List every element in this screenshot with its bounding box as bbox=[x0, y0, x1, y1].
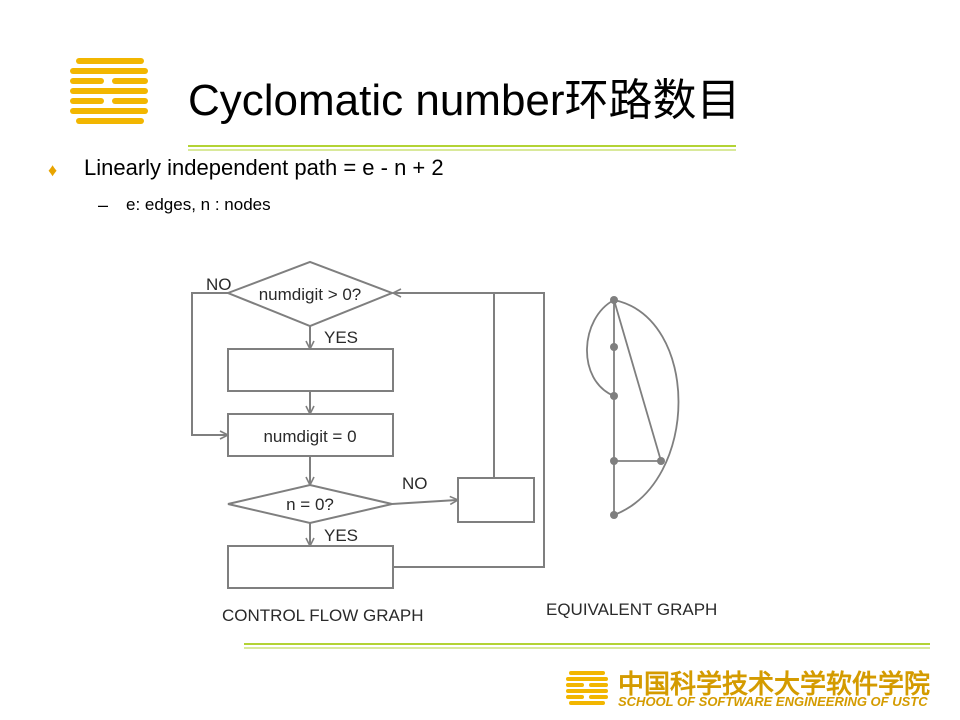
process-box-1 bbox=[227, 348, 394, 392]
eq-node bbox=[610, 296, 618, 304]
sub-bullet-text: e: edges, n : nodes bbox=[126, 195, 271, 214]
slide-title: Cyclomatic number环路数目 bbox=[188, 76, 741, 125]
footer-logo bbox=[566, 671, 608, 705]
ustc-logo bbox=[70, 58, 148, 124]
bullet-formula-text: Linearly independent path = e - n + 2 bbox=[84, 155, 444, 180]
eq-node bbox=[657, 457, 665, 465]
footer-institution-cn: 中国科学技术大学软件学院 bbox=[618, 670, 931, 700]
eq-edge-right-arc bbox=[613, 299, 680, 516]
eq-edge-left-arc bbox=[586, 299, 615, 397]
decision2-label: n = 0? bbox=[286, 495, 334, 514]
sub-bullet-dash: – bbox=[98, 195, 109, 215]
eq-node bbox=[610, 343, 618, 351]
equivalent-graph bbox=[586, 299, 680, 516]
eq-node bbox=[610, 457, 618, 465]
decision2-yes-label: YES bbox=[324, 526, 358, 545]
eq-node bbox=[610, 511, 618, 519]
edge-d2-no bbox=[391, 500, 457, 504]
title-rule bbox=[188, 145, 736, 151]
decision1-label: numdigit > 0? bbox=[259, 285, 362, 304]
eq-edge-diagonal bbox=[613, 299, 662, 462]
bullet-formula: Linearly independent path = e - n + 2 bbox=[84, 155, 444, 181]
footer-institution-en: SCHOOL OF SOFTWARE ENGINEERING OF USTC bbox=[618, 694, 928, 709]
decision2-no-label: NO bbox=[402, 474, 428, 493]
eq-node bbox=[610, 392, 618, 400]
control-flow-graph bbox=[191, 260, 545, 589]
footer-rule bbox=[244, 643, 930, 649]
edge-bottom-loop bbox=[393, 293, 545, 568]
process-box-right bbox=[457, 477, 535, 523]
decision1-no-label: NO bbox=[206, 275, 232, 294]
diamond-bullet-icon: ♦ bbox=[48, 160, 58, 180]
cfg-caption: CONTROL FLOW GRAPH bbox=[222, 606, 424, 625]
edge-d1-no bbox=[191, 292, 228, 435]
decision1-yes-label: YES bbox=[324, 328, 358, 347]
equivalent-graph-nodes bbox=[610, 296, 665, 519]
equivalent-caption: EQUIVALENT GRAPH bbox=[546, 600, 717, 619]
process-numdigit-label: numdigit = 0 bbox=[263, 427, 356, 446]
process-box-bottom bbox=[227, 545, 394, 589]
